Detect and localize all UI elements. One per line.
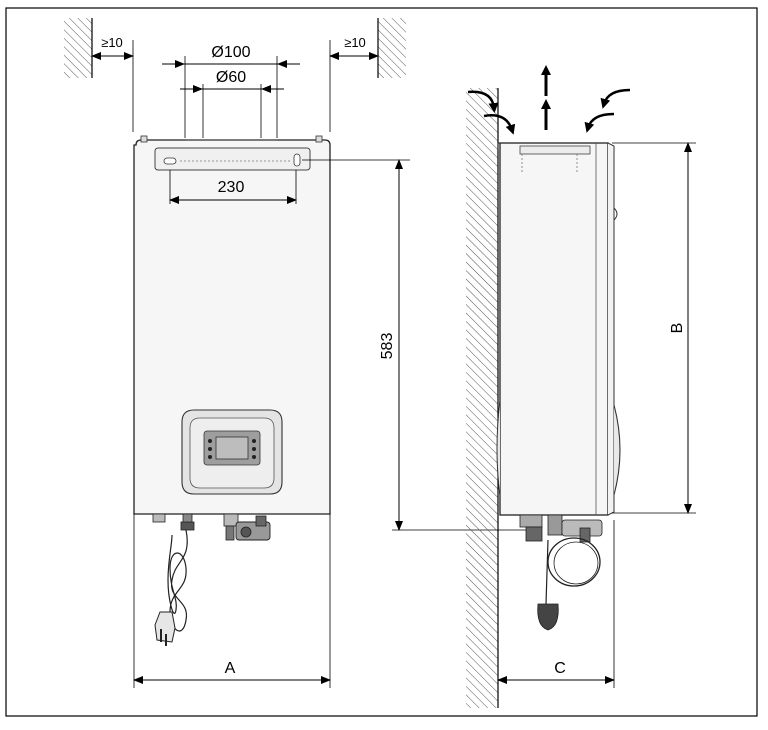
left-clearance-label: ≥10: [101, 35, 123, 50]
height-label-b: B: [669, 323, 686, 334]
side-wall-hatch: [466, 88, 499, 708]
outer-diameter-dimension: [162, 56, 300, 138]
depth-dimension-c: [497, 520, 615, 688]
airflow-arrows: [467, 65, 631, 135]
power-cable-plug: [154, 529, 188, 646]
left-wall-hatch: [64, 18, 93, 78]
vertical-distance-label: 583: [379, 333, 396, 360]
depth-label-c: C: [554, 660, 566, 677]
right-clearance-label: ≥10: [344, 35, 366, 50]
right-wall-hatch: [377, 18, 406, 78]
mounting-bracket: [154, 147, 311, 171]
diagram-border: [5, 7, 758, 717]
width-dimension-a: [133, 514, 331, 688]
outer-diameter-label: Ø100: [211, 44, 250, 61]
left-clearance-dimension: [91, 40, 134, 132]
inner-diameter-label: Ø60: [216, 69, 246, 86]
inner-diameter-dimension: [180, 84, 284, 138]
bottom-connections-front: [152, 513, 271, 541]
bottom-connections-side: [519, 514, 603, 631]
display-screen: [215, 436, 249, 460]
boiler-front-view: [133, 135, 331, 515]
right-clearance-dimension: [329, 40, 379, 132]
boiler-side-view: [496, 142, 621, 516]
bracket-width-label: 230: [218, 179, 245, 196]
width-label-a: A: [225, 660, 236, 677]
bracket-width-dimension: [169, 170, 297, 204]
height-dimension-b: [612, 142, 696, 514]
